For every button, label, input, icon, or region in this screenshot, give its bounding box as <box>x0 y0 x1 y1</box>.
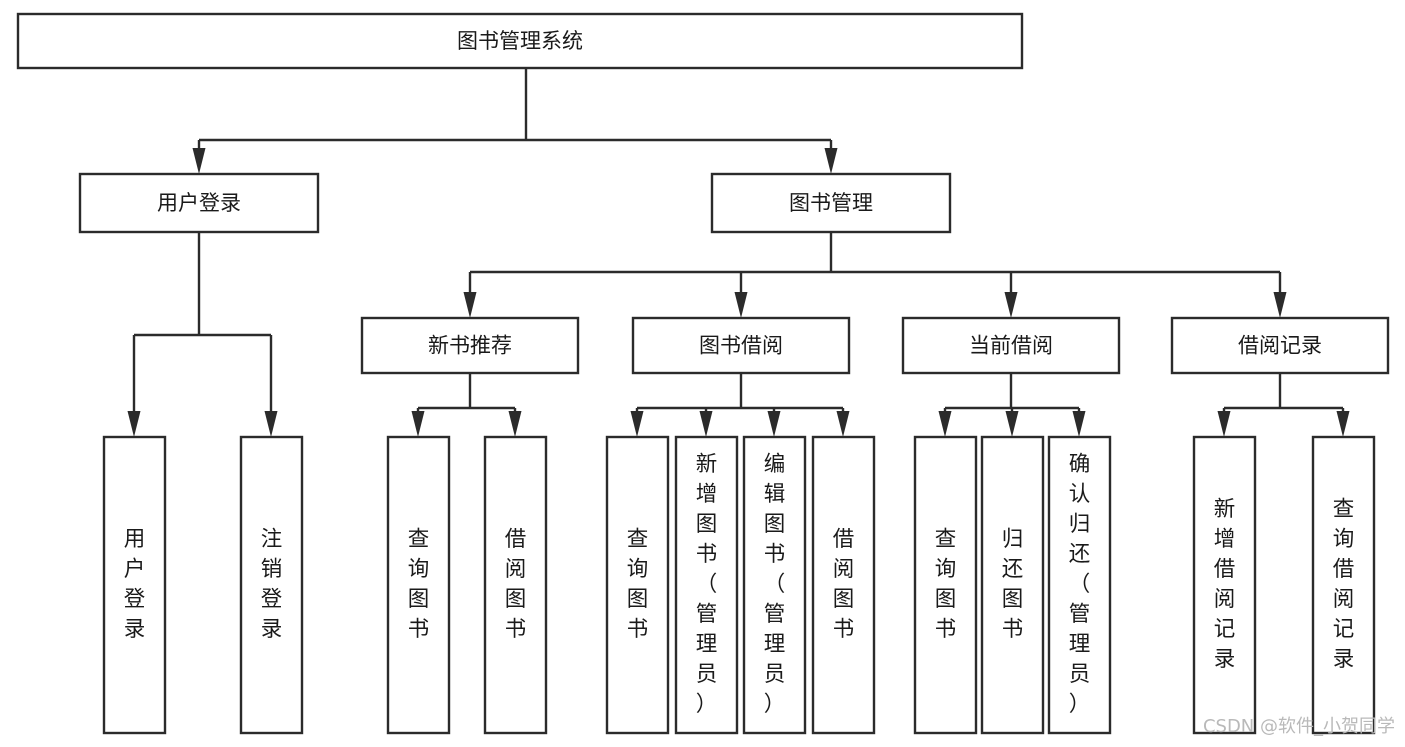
node-box[interactable] <box>742 435 807 735</box>
node-label: 新增借阅记录 <box>1214 497 1236 672</box>
node-box[interactable] <box>913 435 978 735</box>
node-box[interactable] <box>1047 435 1112 735</box>
node-leaf-borrow-book-recommend[interactable]: 借阅图书 <box>483 435 548 735</box>
node-current-borrow[interactable]: 当前借阅 <box>901 316 1121 375</box>
node-label: 借阅图书 <box>833 527 855 642</box>
node-box[interactable] <box>360 316 580 375</box>
node-label: 新增图书（管理员） <box>696 452 718 717</box>
node-label: 用户登录 <box>157 191 241 215</box>
node-new-book-recommend[interactable]: 新书推荐 <box>360 316 580 375</box>
node-leaf-edit-book-admin[interactable]: 编辑图书（管理员） <box>742 435 807 735</box>
arrowhead-icon <box>1273 292 1287 318</box>
node-leaf-add-book-admin[interactable]: 新增图书（管理员） <box>674 435 739 735</box>
arrowhead-icon <box>1004 292 1018 318</box>
node-label: 查询图书 <box>935 527 957 642</box>
node-label: 查询图书 <box>408 527 430 642</box>
arrowhead-icon <box>938 411 952 437</box>
arrowhead-icon <box>630 411 644 437</box>
node-box[interactable] <box>239 435 304 735</box>
arrowhead-icon <box>699 411 713 437</box>
node-label: 用户登录 <box>124 527 146 642</box>
node-label: 图书管理系统 <box>457 29 583 53</box>
node-box[interactable] <box>1311 435 1376 735</box>
node-borrow-record[interactable]: 借阅记录 <box>1170 316 1390 375</box>
connector-user-login <box>127 232 278 437</box>
node-box[interactable] <box>386 435 451 735</box>
node-leaf-user-logout[interactable]: 注销登录 <box>239 435 304 735</box>
arrowhead-icon <box>836 411 850 437</box>
arrowhead-icon <box>127 411 141 437</box>
arrowhead-icon <box>1336 411 1350 437</box>
arrowhead-icon <box>508 411 522 437</box>
node-book-borrow[interactable]: 图书借阅 <box>631 316 851 375</box>
arrowhead-icon <box>1005 411 1019 437</box>
node-box[interactable] <box>980 435 1045 735</box>
watermark-layer: CSDN @软件_小贺同学 <box>1203 716 1395 737</box>
node-leaf-confirm-return-admin[interactable]: 确认归还（管理员） <box>1047 435 1112 735</box>
node-layer: 图书管理系统用户登录图书管理新书推荐图书借阅当前借阅借阅记录用户登录注销登录查询… <box>16 12 1390 735</box>
node-user-login[interactable]: 用户登录 <box>78 172 320 234</box>
node-label: 图书借阅 <box>699 334 783 358</box>
arrowhead-icon <box>1072 411 1086 437</box>
node-leaf-user-login[interactable]: 用户登录 <box>102 435 167 735</box>
node-box[interactable] <box>901 316 1121 375</box>
node-label: 查询借阅记录 <box>1333 497 1355 672</box>
arrowhead-icon <box>1217 411 1231 437</box>
node-label: 确认归还（管理员） <box>1069 452 1091 717</box>
node-root[interactable]: 图书管理系统 <box>16 12 1024 70</box>
node-label: 借阅图书 <box>505 527 527 642</box>
node-label: 借阅记录 <box>1238 334 1322 358</box>
connector-new-book-recommend <box>411 373 522 437</box>
connector-current-borrow <box>938 373 1086 437</box>
node-label: 图书管理 <box>789 191 873 215</box>
connector-book-borrow <box>630 373 850 437</box>
node-leaf-borrow-book-borrow[interactable]: 借阅图书 <box>811 435 876 735</box>
connector-root <box>192 68 838 174</box>
arrowhead-icon <box>767 411 781 437</box>
arrowhead-icon <box>463 292 477 318</box>
node-box[interactable] <box>674 435 739 735</box>
node-box[interactable] <box>78 172 320 234</box>
connector-layer <box>127 68 1350 437</box>
node-label: 新书推荐 <box>428 334 512 358</box>
node-box[interactable] <box>1170 316 1390 375</box>
node-label: 查询图书 <box>627 527 649 642</box>
connector-borrow-record <box>1217 373 1350 437</box>
node-leaf-query-book-recommend[interactable]: 查询图书 <box>386 435 451 735</box>
arrowhead-icon <box>411 411 425 437</box>
node-box[interactable] <box>631 316 851 375</box>
node-box[interactable] <box>16 12 1024 70</box>
node-box[interactable] <box>605 435 670 735</box>
node-leaf-query-book-borrow[interactable]: 查询图书 <box>605 435 670 735</box>
arrowhead-icon <box>192 148 206 174</box>
arrowhead-icon <box>264 411 278 437</box>
node-box[interactable] <box>483 435 548 735</box>
node-leaf-add-borrow-record[interactable]: 新增借阅记录 <box>1192 435 1257 735</box>
node-leaf-query-borrow-record[interactable]: 查询借阅记录 <box>1311 435 1376 735</box>
node-box[interactable] <box>710 172 952 234</box>
arrowhead-icon <box>734 292 748 318</box>
node-label: 注销登录 <box>261 527 283 642</box>
node-book-manage[interactable]: 图书管理 <box>710 172 952 234</box>
csdn-watermark: CSDN @软件_小贺同学 <box>1203 716 1395 737</box>
node-box[interactable] <box>102 435 167 735</box>
node-leaf-query-book-current[interactable]: 查询图书 <box>913 435 978 735</box>
node-box[interactable] <box>1192 435 1257 735</box>
node-box[interactable] <box>811 435 876 735</box>
node-label: 归还图书 <box>1002 527 1024 642</box>
node-leaf-return-book[interactable]: 归还图书 <box>980 435 1045 735</box>
arrowhead-icon <box>824 148 838 174</box>
node-label: 当前借阅 <box>969 334 1053 358</box>
node-label: 编辑图书（管理员） <box>764 452 786 717</box>
connector-book-manage <box>463 232 1287 318</box>
